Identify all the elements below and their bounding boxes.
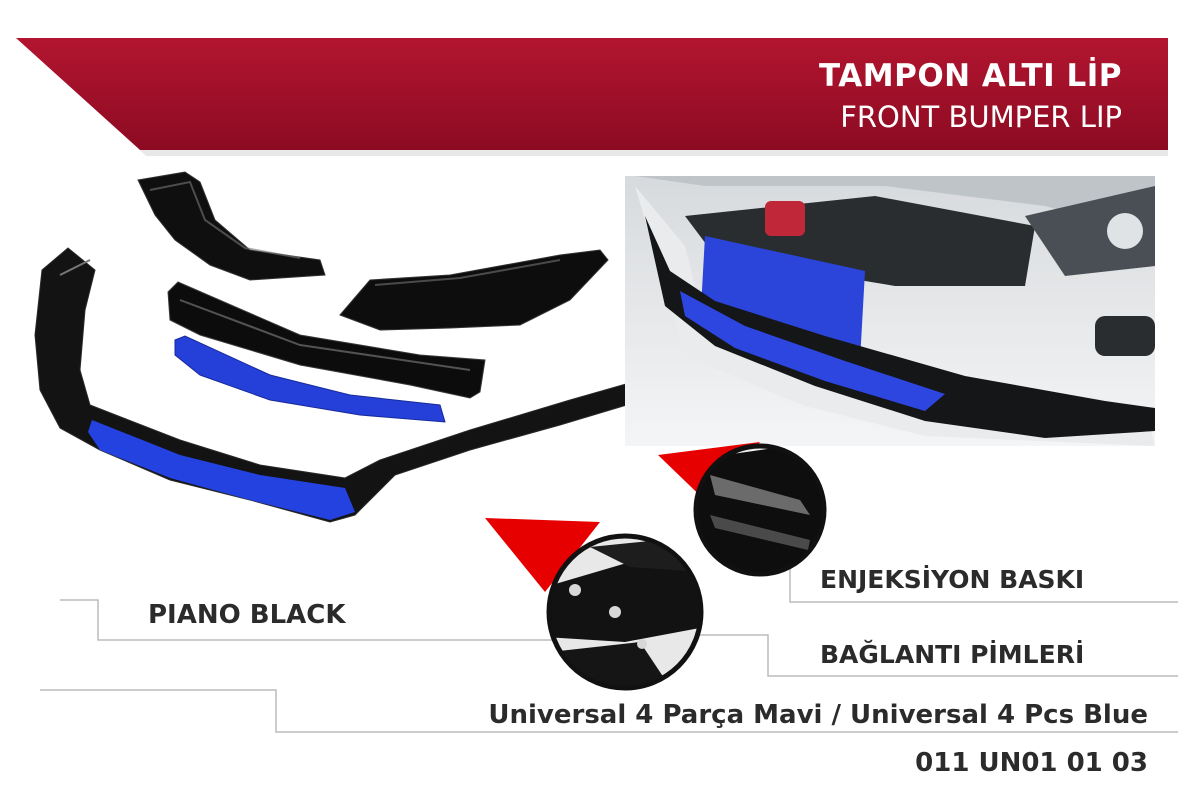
lip-middle-bar [167,281,486,399]
product-name: Universal 4 Parça Mavi / Universal 4 Pcs… [488,700,1148,730]
car-lip-blue [680,291,945,411]
finish-label: PIANO BLACK [148,600,346,630]
injection-label: ENJEKSİYON BASKI [820,565,1085,594]
car-badge [765,201,805,236]
product-code: 011 UN01 01 03 [915,748,1148,778]
detail-circle-pins [546,533,704,691]
car-front-photo [625,176,1155,446]
lip-blue-strip [174,335,446,423]
lip-wing-left [137,171,326,281]
page-title: TAMPON ALTI LİP [819,58,1122,94]
header-banner [16,38,1168,156]
lip-main-blue-edge [88,420,355,520]
page-subtitle: FRONT BUMPER LIP [840,100,1122,134]
lip-wing-right [339,249,609,331]
pins-label: BAĞLANTI PİMLERİ [820,640,1085,669]
detail-circle-injection [693,443,827,577]
product-parts-image [34,171,683,523]
red-accent-triangle-left [485,518,600,592]
